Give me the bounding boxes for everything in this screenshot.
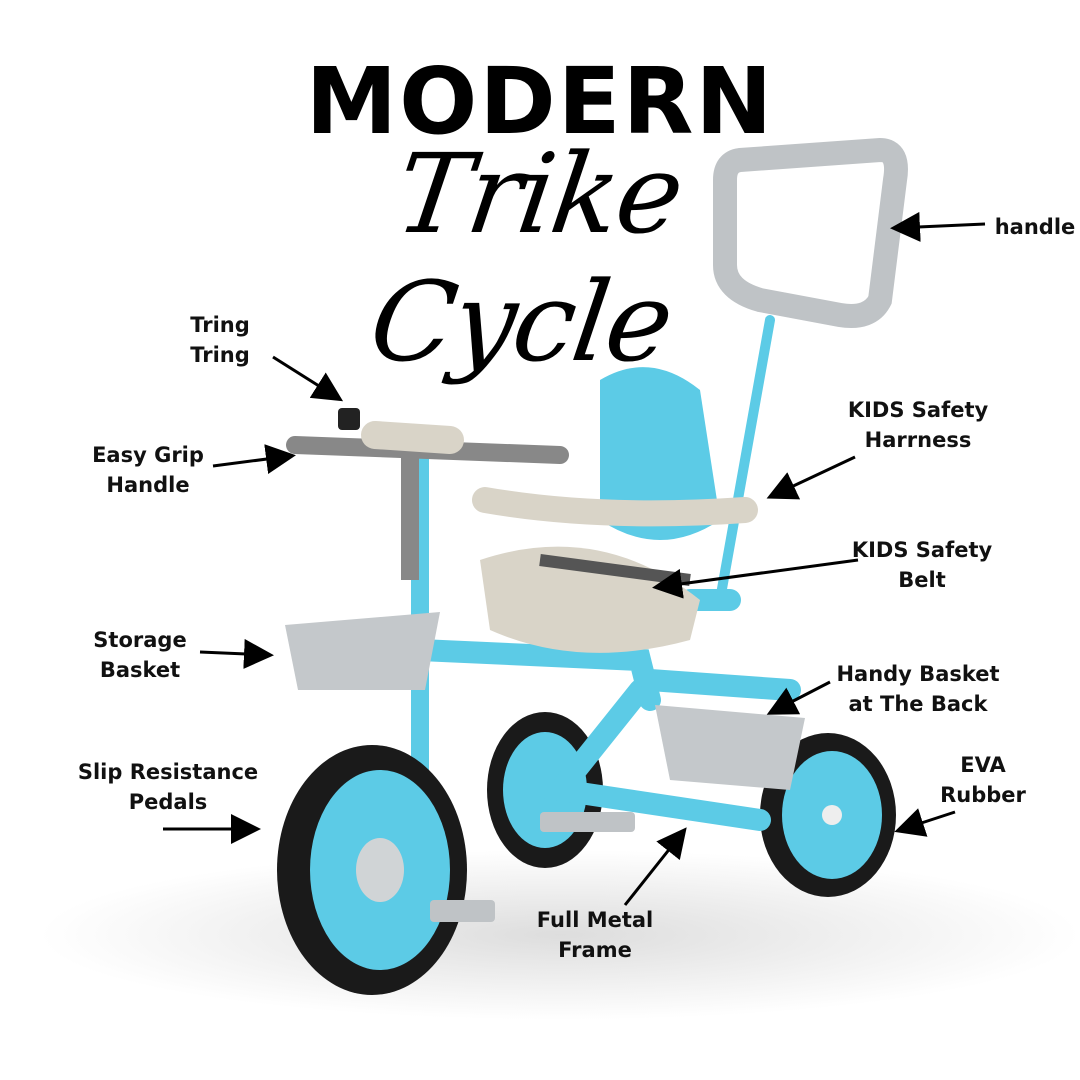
label-line: Handy Basket: [836, 662, 1000, 686]
label-line: Slip Resistance: [77, 760, 259, 784]
front-wheel: [277, 745, 467, 995]
label-line: Frame: [558, 938, 632, 962]
arrow-back-basket: [766, 680, 831, 715]
back-basket: [655, 705, 805, 790]
label-line: Easy Grip: [92, 443, 204, 467]
label-line: EVA: [960, 753, 1006, 777]
title-modern: MODERN: [305, 48, 775, 155]
handlebar-pad: [361, 421, 464, 454]
arrow-frame: [623, 827, 687, 906]
label-back-basket: Handy Basket at The Back: [836, 659, 999, 719]
arrow-storage: [199, 638, 274, 669]
label-line: Handle: [106, 473, 190, 497]
label-line: Storage: [93, 628, 187, 652]
label-line: KIDS Safety: [847, 398, 989, 422]
label-line: KIDS Safety: [851, 538, 993, 562]
arrow-handle: [890, 211, 986, 242]
label-line: Belt: [898, 568, 946, 592]
arrow-grip: [212, 444, 296, 474]
arrow-belt: [652, 558, 859, 599]
label-line: Tring: [190, 343, 250, 367]
label-line: Pedals: [128, 790, 208, 814]
label-line: Rubber: [940, 783, 1026, 807]
label-handle: handle: [994, 215, 1076, 239]
seat-back: [600, 367, 720, 540]
label-line: Basket: [99, 658, 181, 682]
rear-right-wheel: [760, 733, 896, 897]
title-trike-cycle: Trike Cycle: [362, 130, 690, 386]
label-eva: EVA Rubber: [940, 750, 1026, 810]
label-line: Full Metal: [536, 908, 654, 932]
front-basket: [285, 612, 440, 690]
push-handle: [713, 137, 908, 328]
arrow-eva: [894, 808, 956, 837]
label-line: Tring: [190, 313, 250, 337]
bell-icon: [338, 408, 360, 430]
guard-bar: [472, 487, 758, 527]
pedal: [540, 812, 635, 832]
arrow-harness: [766, 455, 856, 500]
pedal: [430, 900, 495, 922]
arrow-bell: [272, 355, 344, 402]
label-line: at The Back: [848, 692, 988, 716]
label-line: Harrness: [864, 428, 972, 452]
